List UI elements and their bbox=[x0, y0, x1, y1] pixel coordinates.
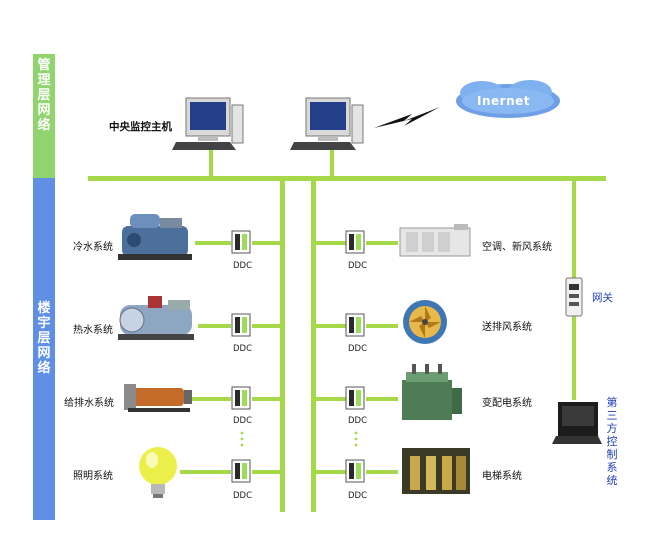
right-link-4a bbox=[314, 470, 346, 474]
gateway-device-icon bbox=[565, 277, 583, 317]
third-party-label: 第三方控制系统 bbox=[606, 396, 618, 487]
air-handling-unit-icon bbox=[399, 224, 471, 257]
gateway-link-bottom bbox=[572, 316, 576, 400]
ddc-controller-icon bbox=[231, 230, 251, 254]
left-system-label-2: 热水系统 bbox=[73, 325, 113, 336]
central-host-computer-icon bbox=[172, 97, 244, 150]
right-system-label-2: 送排风系统 bbox=[482, 322, 532, 333]
left-link-1a bbox=[195, 241, 231, 245]
chiller-icon bbox=[118, 214, 192, 260]
right-link-3a bbox=[314, 397, 346, 401]
right-link-2a bbox=[314, 324, 346, 328]
right-ellipsis-dots bbox=[354, 431, 358, 447]
ddc-controller-icon bbox=[231, 459, 251, 483]
ddc-controller-icon bbox=[231, 313, 251, 337]
water-pump-icon bbox=[124, 384, 192, 412]
left-link-1b bbox=[252, 241, 282, 245]
ddc-label: DDC bbox=[348, 344, 368, 354]
right-link-1b bbox=[366, 241, 398, 245]
left-trunk bbox=[280, 176, 285, 512]
ddc-controller-icon bbox=[231, 386, 251, 410]
left-system-label-1: 冷水系统 bbox=[73, 242, 113, 253]
building-layer-label: 楼宇层网络 bbox=[37, 301, 51, 376]
exhaust-fan-icon bbox=[403, 300, 447, 344]
right-trunk bbox=[311, 176, 316, 512]
elevator-hall-icon bbox=[402, 448, 470, 494]
internet-cloud-icon bbox=[456, 80, 560, 118]
ddc-controller-icon bbox=[345, 230, 365, 254]
right-link-4b bbox=[366, 470, 398, 474]
right-link-1a bbox=[314, 241, 346, 245]
left-link-4b bbox=[252, 470, 282, 474]
right-system-label-3: 变配电系统 bbox=[482, 398, 532, 409]
building-layer-band: 楼宇层网络 bbox=[33, 178, 55, 520]
left-link-2a bbox=[198, 324, 231, 328]
boiler-icon bbox=[118, 296, 194, 340]
management-layer-label: 管理层网络 bbox=[37, 58, 51, 133]
left-link-4a bbox=[180, 470, 231, 474]
host-drop-1 bbox=[209, 148, 213, 178]
ddc-label: DDC bbox=[348, 416, 368, 426]
left-system-label-3: 给排水系统 bbox=[64, 398, 114, 409]
ddc-label: DDC bbox=[233, 344, 253, 354]
ddc-label: DDC bbox=[233, 491, 253, 501]
ddc-controller-icon bbox=[345, 386, 365, 410]
ddc-label: DDC bbox=[348, 491, 368, 501]
right-system-label-4: 电梯系统 bbox=[482, 471, 522, 482]
ddc-label: DDC bbox=[348, 261, 368, 271]
left-system-label-4: 照明系统 bbox=[73, 471, 113, 482]
internet-label: Inernet bbox=[477, 94, 530, 108]
ddc-label: DDC bbox=[233, 416, 253, 426]
light-bulb-icon bbox=[139, 447, 177, 498]
main-bus bbox=[88, 176, 606, 181]
gateway-link-top bbox=[572, 176, 576, 278]
left-link-3b bbox=[252, 397, 282, 401]
left-ellipsis-dots bbox=[240, 431, 244, 447]
third-party-controller-icon bbox=[552, 402, 602, 444]
gateway-label: 网关 bbox=[592, 292, 613, 304]
ddc-label: DDC bbox=[233, 261, 253, 271]
transformer-icon bbox=[402, 364, 462, 420]
right-link-2b bbox=[366, 324, 398, 328]
central-host-label: 中央监控主机 bbox=[109, 121, 172, 133]
wireless-link-icon bbox=[374, 107, 440, 128]
host-drop-2 bbox=[330, 148, 334, 178]
left-link-2b bbox=[252, 324, 282, 328]
management-layer-band: 管理层网络 bbox=[33, 54, 55, 178]
second-host-computer-icon bbox=[290, 97, 364, 150]
ddc-controller-icon bbox=[345, 313, 365, 337]
right-system-label-1: 空调、新风系统 bbox=[482, 242, 552, 253]
left-link-3a bbox=[190, 397, 231, 401]
ddc-controller-icon bbox=[345, 459, 365, 483]
right-link-3b bbox=[366, 397, 398, 401]
